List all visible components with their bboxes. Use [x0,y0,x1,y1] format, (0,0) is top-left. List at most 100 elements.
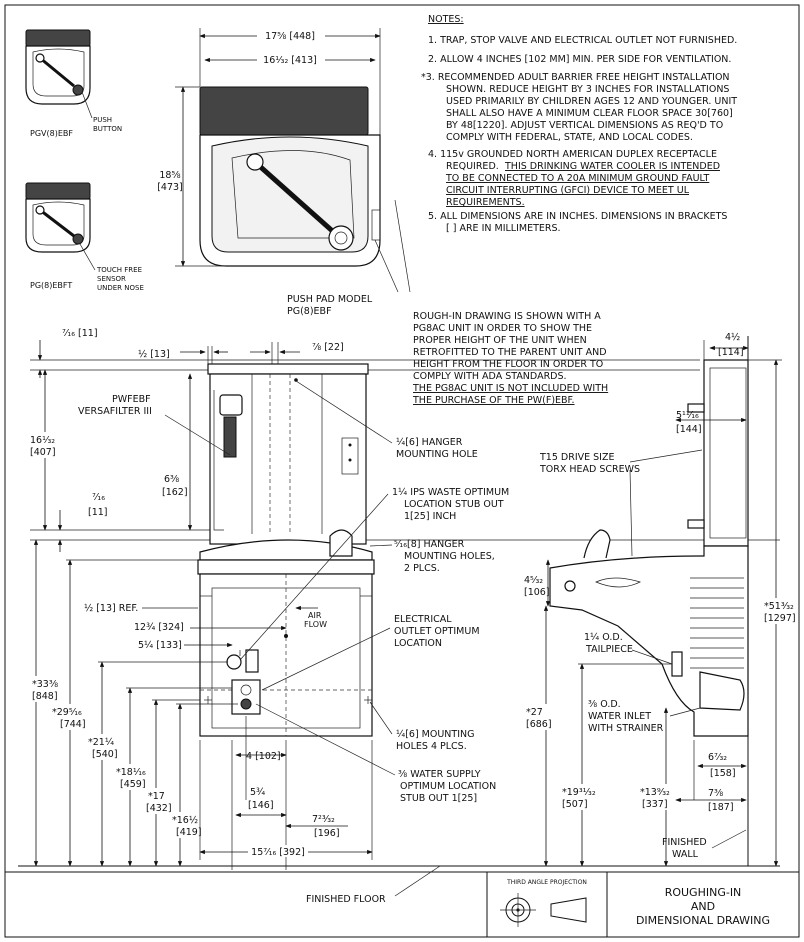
dim-144: [144] [676,424,702,435]
roughin-line-3: PROPER HEIGHT OF THE UNIT WHEN [413,335,587,346]
side-cooler [549,529,749,737]
dim-ref: ½ [13] REF. [84,603,138,614]
roughin-underlined-1: THE PG8AC UNIT IS NOT INCLUDED WITH [412,383,608,394]
side-louvers [690,577,744,669]
dim-height-main-mm: [473] [157,182,183,193]
dim-432: [432] [146,803,172,814]
electrical-label-1: ELECTRICAL [394,614,452,625]
dim-848: [848] [32,691,58,702]
mounting-holes-label-2: HOLES 4 PLCS. [396,741,467,752]
sensor-label-2: SENSOR [97,275,126,283]
dim-337: [337] [642,799,668,810]
dim-18-1-16: *18¹⁄₁₆ [116,767,146,778]
push-button-label-2: BUTTON [93,125,122,133]
title-line-1: ROUGHING-IN [665,886,742,899]
dim-7-8: ⅞ [22] [312,342,344,353]
dim-459: [459] [120,779,146,790]
dim-540: [540] [92,749,118,760]
note-2: 2. ALLOW 4 INCHES [102 MM] MIN. PER SIDE… [428,54,731,65]
dim-5-1-4: 5¼ [133] [138,640,182,651]
hangers-label-3: 2 PLCS. [404,563,440,574]
title-line-3: DIMENSIONAL DRAWING [636,914,770,927]
dim-106: [106] [524,587,550,598]
push-pad-label-1: PUSH PAD MODEL [287,294,373,305]
pgv-model-label: PGV(8)EBF [30,129,73,138]
filter-label-1: PWFEBF [112,394,151,405]
dim-4-102: 4 [102] [246,751,281,762]
roughin-line-1: ROUGH-IN DRAWING IS SHOWN WITH A [413,311,601,322]
torx-label-1: T15 DRIVE SIZE [539,452,615,463]
finished-wall-label-2: WALL [672,849,699,860]
side-bubbler [583,529,611,559]
note-4-line-1: 4. 115v GROUNDED NORTH AMERICAN DUPLEX R… [428,149,717,160]
note-3-line-1: *3. RECOMMENDED ADULT BARRIER FREE HEIGH… [421,72,730,83]
side-tailpiece [671,651,683,677]
inlet-label-1: ⅜ O.D. [588,699,621,710]
sensor-label-1: TOUCH FREE [96,266,142,274]
dim-7-23-32: 7²³⁄₃₂ [312,814,335,825]
note-3-line-3: USED PRIMARILY BY CHILDREN AGES 12 AND Y… [446,96,737,107]
note-3-line-6: COMPLY WITH FEDERAL, STATE, AND LOCAL CO… [446,132,693,143]
dim-11: [11] [88,507,108,518]
supply-label-3: STUB OUT 1[25] [400,793,477,804]
dim-744: [744] [60,719,86,730]
note-4-warning-3: CIRCUIT INTERRUPTING (GFCI) DEVICE TO ME… [446,185,690,196]
side-filter-unit [687,359,749,547]
dim-6-7-32: 6⁷⁄₃₂ [708,752,727,763]
roughin-line-4: RETROFITTED TO THE PARENT UNIT AND [413,347,607,358]
push-pad-label-2: PG(8)EBF [287,306,332,317]
tailpiece-label-2: TAILPIECE [585,644,633,655]
tailpiece-label-1: 1¼ O.D. [584,632,623,643]
air-flow-label-2: FLOW [304,620,327,629]
dim-7-3-8: 7⅜ [708,788,723,799]
title-line-2: AND [691,900,715,913]
projection-label: THIRD ANGLE PROJECTION [506,879,587,886]
push-button-label-1: PUSH [93,116,112,124]
filter-head [219,394,243,416]
waste-label-1: 1¼ IPS WASTE OPTIMUM [392,487,509,498]
dim-196: [196] [314,828,340,839]
inlet-label-2: WATER INLET [588,711,651,722]
supply-label-1: ⅜ WATER SUPPLY [398,769,481,780]
note-1: 1. TRAP, STOP VALVE AND ELECTRICAL OUTLE… [428,35,737,46]
dim-15-7-16: 15⁷⁄₁₆ [392] [251,847,305,858]
dim-5-11-16: 5¹¹⁄₁₆ [676,410,699,421]
roughin-line-6: COMPLY WITH ADA STANDARDS. [413,371,567,382]
dim-width-outer: 17⅝ [448] [265,31,315,42]
dim-33-3-8: *33⅜ [32,679,58,690]
roughin-note: ROUGH-IN DRAWING IS SHOWN WITH A PG8AC U… [412,311,608,406]
dim-21-1-4: *21¼ [88,737,114,748]
dim-7-16: ⁷⁄₁₆ [92,492,105,503]
hangers-label-2: MOUNTING HOLES, [404,551,495,562]
dim-407: [407] [30,447,56,458]
dim-16-1-32: 16¹⁄₃₂ [30,435,55,446]
pgv-model-thumbnail [25,29,91,105]
inlet-label-3: WITH STRAINER [588,723,664,734]
dim-half-13-top: ½ [13] [138,349,170,360]
top-view-unit [199,86,381,267]
dim-114: [114] [718,347,744,358]
dim-4-1-2: 4½ [725,332,740,343]
electrical-label-3: LOCATION [394,638,442,649]
waste-stub-circle [226,654,242,670]
dim-5-3-4: 5¾ [250,787,265,798]
note-3-line-4: SHALL ALSO HAVE A MINIMUM CLEAR FLOOR SP… [446,108,733,119]
dim-19-31-32: *19³¹⁄₃₂ [562,787,596,798]
note-4-warning-4: REQUIREMENTS. [446,197,525,208]
dim-13-9-32: *13⁹⁄₃₂ [640,787,670,798]
pg-ebft-model-label: PG(8)EBFT [30,281,72,290]
projection-symbol [500,893,587,927]
dim-686: [686] [526,719,552,730]
roughin-underlined-2: THE PURCHASE OF THE PW(F)EBF. [412,395,575,406]
electrical-label-2: OUTLET OPTIMUM [394,626,480,637]
dim-7-16-top: ⁷⁄₁₆ [11] [62,328,98,339]
front-lower-cooler [197,559,375,737]
air-flow-label-1: AIR [308,611,322,620]
hangers-label-1: ⁵⁄₁₆[8] HANGER [394,539,465,550]
dim-507: [507] [562,799,588,810]
front-bubbler [329,529,353,557]
hanger-hole-label-2: MOUNTING HOLE [396,449,478,460]
finished-wall-label-1: FINISHED [662,837,707,848]
supply-label-2: OPTIMUM LOCATION [400,781,496,792]
